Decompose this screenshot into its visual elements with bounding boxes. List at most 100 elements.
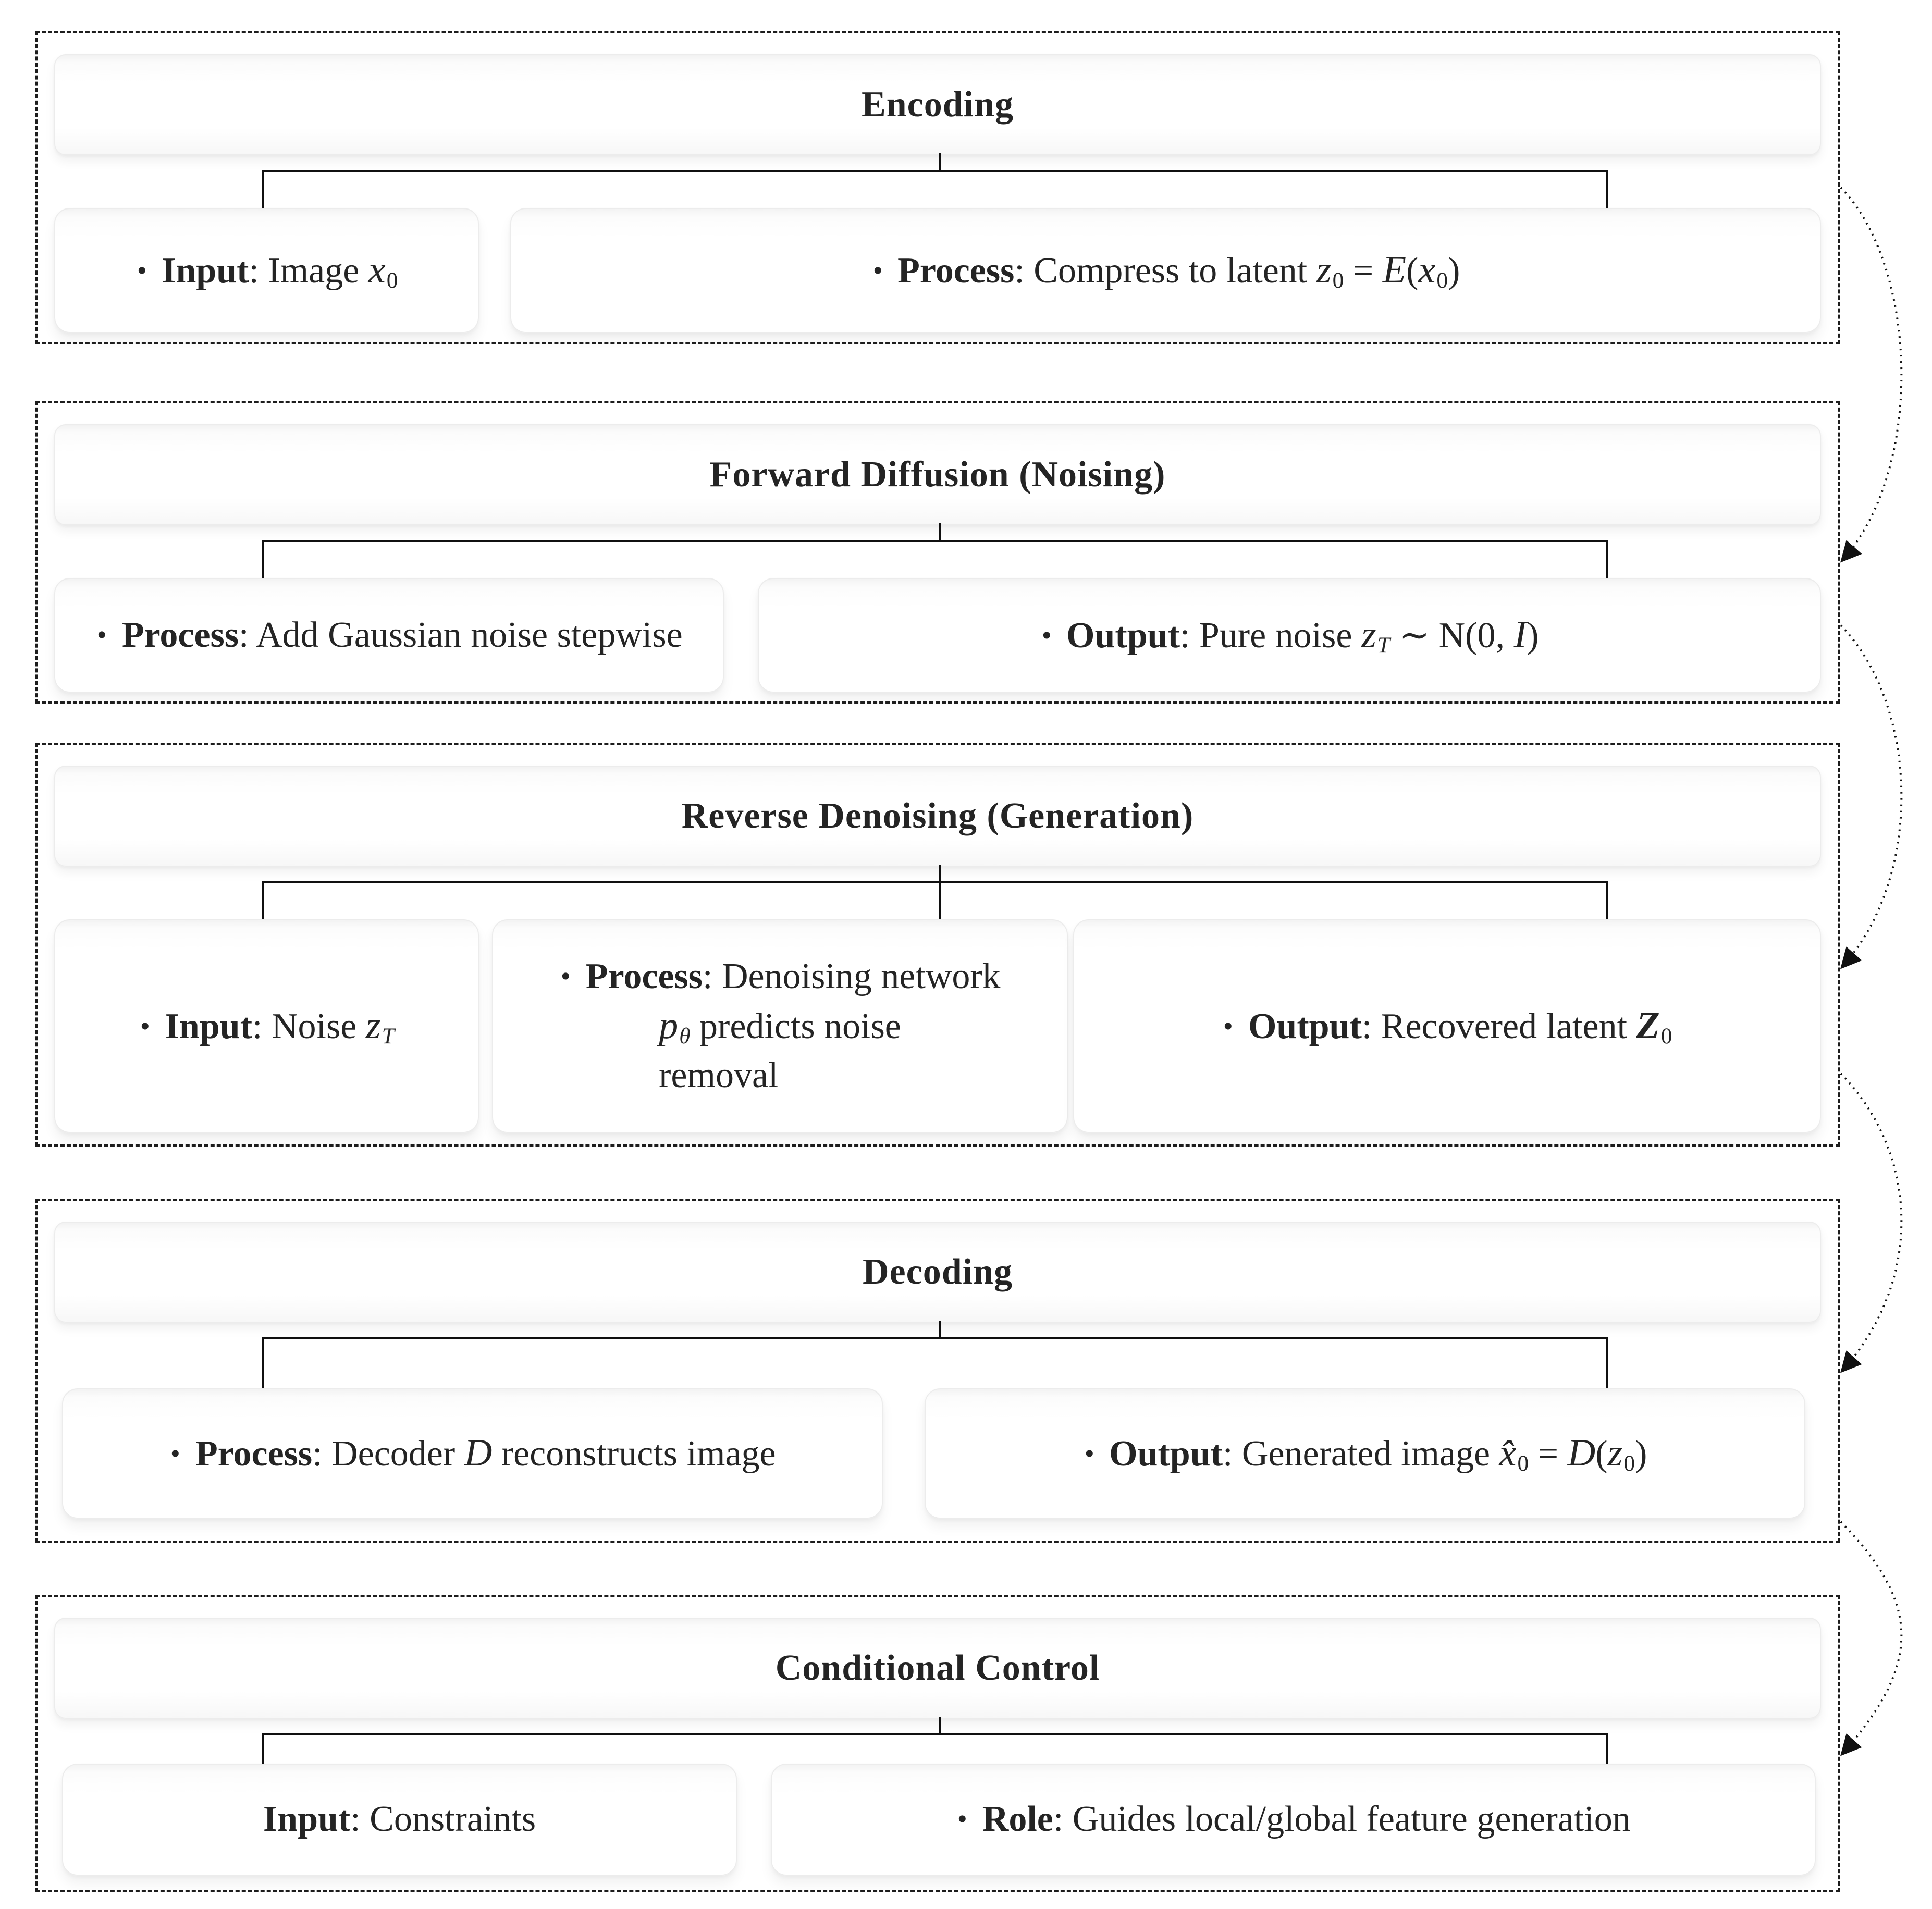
text-segment: x: [1418, 249, 1436, 292]
flow-arrow-reverse-denoising-to-decoding: [1840, 1073, 1903, 1373]
text-segment: 0: [1517, 1450, 1529, 1476]
text-segment: : Pure noise: [1179, 615, 1361, 656]
text-segment: (: [1406, 251, 1419, 291]
bullet-icon: •: [1084, 1438, 1094, 1470]
text-segment: 0: [1623, 1450, 1635, 1476]
text-segment: (: [1595, 1434, 1608, 1474]
connector-drop: [1606, 1337, 1608, 1388]
text-segment: : Generated image: [1222, 1434, 1499, 1474]
text-segment: x: [368, 249, 386, 292]
text-segment: Input: [263, 1799, 351, 1840]
text-segment: Process: [195, 1434, 313, 1474]
text-segment: Output: [1248, 1006, 1362, 1047]
text-segment: =: [1529, 1434, 1568, 1474]
stage-title: Forward Diffusion (Noising): [709, 454, 1166, 495]
node-reverse-denoising-output: • Output: Recovered latent Z0: [1073, 919, 1821, 1133]
node-forward-diffusion-output: • Output: Pure noise zT ∼ N(0, I): [758, 578, 1821, 693]
connector-drop: [1606, 1733, 1608, 1764]
text-segment: I: [1513, 613, 1527, 657]
bullet-icon: •: [1041, 620, 1052, 651]
node-conditional-control-role: • Role: Guides local/global feature gene…: [771, 1764, 1816, 1876]
node-text: • Process: Add Gaussian noise stepwise: [55, 611, 723, 659]
text-segment: 0: [1436, 267, 1448, 293]
connector-horizontal: [262, 881, 1608, 883]
text-segment: p: [659, 1004, 679, 1048]
text-segment: : Compress to latent: [1014, 251, 1316, 291]
node-text: • Process: Decoder D reconstructs image: [63, 1428, 882, 1479]
text-segment: D: [464, 1432, 493, 1475]
node-text: • Output: Pure noise zT ∼ N(0, I): [759, 610, 1820, 661]
text-segment: z: [1607, 1432, 1623, 1475]
text-segment: : Guides local/global feature generation: [1053, 1799, 1631, 1840]
text-segment: ∼ N: [1389, 615, 1466, 656]
text-segment: ): [1527, 615, 1539, 656]
stage-title: Decoding: [863, 1252, 1013, 1292]
bullet-icon: •: [140, 1011, 150, 1042]
bullet-icon: •: [561, 960, 571, 992]
connector-drop: [1606, 881, 1608, 919]
section-encoding: Encoding • Input: Image x0 • Process: Co…: [35, 31, 1840, 344]
connector-stub: [939, 865, 941, 883]
section-decoding: Decoding • Process: Decoder D reconstruc…: [35, 1199, 1840, 1543]
section-forward-diffusion: Forward Diffusion (Noising) • Process: A…: [35, 401, 1840, 704]
connector-drop: [939, 881, 941, 919]
connector-horizontal: [262, 540, 1608, 542]
text-segment: T: [382, 1023, 395, 1049]
bullet-icon: •: [957, 1803, 968, 1835]
text-segment: z: [1361, 613, 1376, 657]
stage-title: Reverse Denoising (Generation): [681, 796, 1194, 836]
text-segment: 0: [386, 267, 398, 293]
text-segment: : Decoder: [312, 1434, 464, 1474]
node-text: • Input: Noise zT: [55, 1001, 478, 1052]
node-text: • Role: Guides local/global feature gene…: [772, 1795, 1815, 1843]
node-forward-diffusion-process: • Process: Add Gaussian noise stepwise: [54, 578, 724, 693]
text-segment: ): [1635, 1434, 1647, 1474]
flow-arrow-decoding-to-conditional-control: [1840, 1521, 1903, 1756]
flow-arrow-encoding-to-forward-diffusion: [1840, 187, 1903, 563]
connector-horizontal: [262, 1337, 1608, 1339]
node-text: • Process: Compress to latent z0 = E(x0): [511, 245, 1820, 296]
connector-horizontal: [262, 170, 1608, 172]
text-segment: (0,: [1465, 615, 1514, 656]
bullet-icon: •: [872, 255, 883, 287]
text-segment: Z: [1636, 1004, 1660, 1048]
bullet-icon: •: [137, 255, 147, 287]
stage-title: Encoding: [862, 84, 1014, 125]
text-segment: : Add Gaussian noise stepwise: [239, 614, 683, 655]
bullet-icon: •: [97, 619, 107, 651]
text-segment: x̂: [1499, 1432, 1517, 1475]
stage-title-box: Encoding: [54, 54, 1821, 155]
connector-drop: [262, 1733, 264, 1764]
text-segment: 0: [1332, 267, 1344, 293]
node-text: • Output: Generated image x̂0 = D(z0): [926, 1428, 1804, 1479]
section-reverse-denoising: Reverse Denoising (Generation) • Input: …: [35, 743, 1840, 1147]
text-segment: θ: [679, 1023, 691, 1049]
node-encoding-input: • Input: Image x0: [54, 208, 479, 333]
node-reverse-denoising-input: • Input: Noise zT: [54, 919, 479, 1133]
text-segment: =: [1344, 251, 1383, 291]
stage-title-box: Decoding: [54, 1222, 1821, 1323]
text-segment: reconstructs image: [492, 1434, 776, 1474]
text-segment: Process: [897, 251, 1015, 291]
connector-drop: [1606, 170, 1608, 208]
stage-title: Conditional Control: [775, 1648, 1100, 1688]
connector-stub: [939, 1321, 941, 1339]
text-segment: removal: [659, 1055, 779, 1095]
text-segment: : Denoising network: [703, 956, 1001, 996]
stage-title-box: Reverse Denoising (Generation): [54, 766, 1821, 867]
text-segment: Input: [162, 251, 249, 291]
stage-title-box: Forward Diffusion (Noising): [54, 424, 1821, 525]
text-segment: : Recovered latent: [1361, 1006, 1636, 1047]
connector-drop: [262, 881, 264, 919]
text-segment: Process: [121, 614, 239, 655]
connector-drop: [262, 1337, 264, 1388]
node-decoding-output: • Output: Generated image x̂0 = D(z0): [925, 1388, 1805, 1519]
connector-horizontal: [262, 1733, 1608, 1735]
connector-drop: [1606, 540, 1608, 578]
text-segment: : Noise: [252, 1006, 366, 1047]
